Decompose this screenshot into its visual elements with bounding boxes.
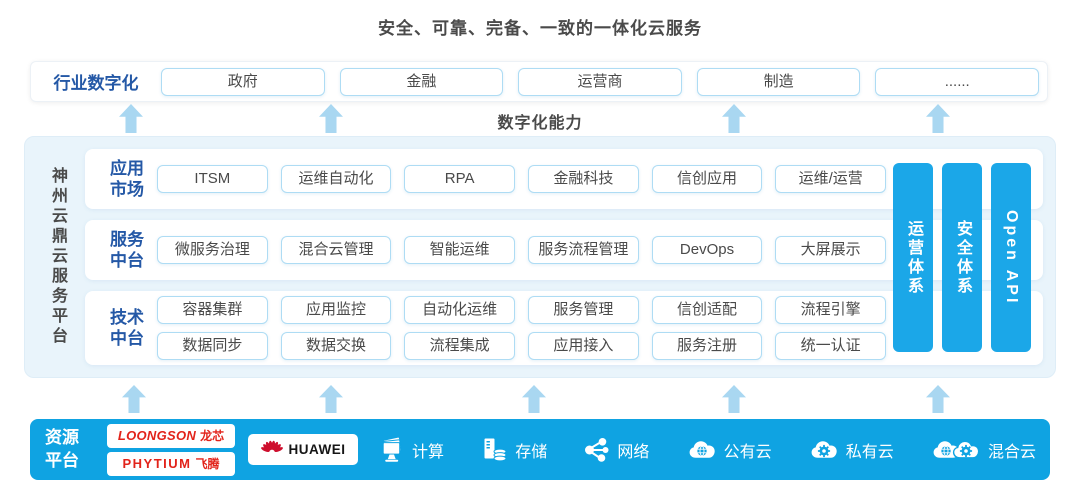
huawei-flower-icon [260,440,283,459]
resource-item: 公有云 [687,437,772,462]
resource-items: 计算 存储 网络 公有云 私有云 混合云 [364,436,1038,463]
hybrid-cloud-icon [931,437,981,462]
capability-pill: 信创应用 [651,165,763,193]
capability-pill: 应用监控 [280,296,392,324]
capability-pill: 运维自动化 [280,165,392,193]
digital-capability-label: 数字化能力 [497,115,583,132]
capability-pill: 流程集成 [404,332,515,360]
resource-item: 私有云 [809,437,894,462]
industry-item: 制造 [696,67,861,96]
platform-row: 服务中台微服务治理混合云管理智能运维服务流程管理 DevOps 大屏展示 [85,220,1043,280]
platform-row: 技术中台容器集群应用监控自动化运维服务管理信创适配流程引擎数据同步数据交换流程集… [85,291,1043,365]
up-arrow [522,385,546,413]
capability-pill: 自动化运维 [404,296,515,324]
public-cloud-icon [687,437,717,462]
capability-pill: 大屏展示 [775,236,886,264]
capability-pill: 数据交换 [280,332,392,360]
capability-pill: 应用接入 [527,332,639,360]
up-arrow [926,385,950,413]
capability-pill: 服务流程管理 [527,236,639,264]
huawei-logo-text: HUAWEI [288,442,346,457]
page-title: 安全、可靠、完备、一致的一体化云服务 [378,19,702,38]
capability-pill: ITSM [157,165,268,193]
resource-item-label: 存储 [515,443,548,461]
industry-item: 政府 [161,67,325,96]
capability-pill: 微服务治理 [157,236,268,264]
pill-line: 数据同步数据交换流程集成应用接入服务注册统一认证 [157,332,886,360]
pill-line: ITSM 运维自动化 RPA 金融科技信创应用运维/运营 [157,165,886,193]
resource-item-label: 网络 [617,443,650,461]
vendor-cn-text: 龙芯 [200,429,225,443]
vendor-latin-text: PHYTIUM [122,456,192,471]
industry-item: ...... [875,67,1039,96]
resource-item-label: 计算 [412,443,445,461]
resource-item-label: 私有云 [845,443,894,461]
huawei-logo: HUAWEI [248,434,358,465]
vendor-cn-text: 飞腾 [195,457,220,471]
capability-pill: 信创适配 [651,296,763,324]
row-label: 技术中台 [110,307,144,348]
capability-pill: RPA [404,165,515,193]
pill-line: 容器集群应用监控自动化运维服务管理信创适配流程引擎 [157,296,886,324]
resource-item: 计算 [378,436,445,463]
vendor-latin-text: LOONGSON [117,428,197,443]
capability-pill: 智能运维 [404,236,515,264]
up-arrow [319,385,343,413]
row-label: 应用市场 [110,158,144,199]
industry-row-label: 行业数字化 [53,74,139,93]
industry-digitalization-row: 行业数字化 政府金融运营商制造...... [30,61,1048,102]
capability-pill: 金融科技 [527,165,639,193]
industry-item: 运营商 [518,67,682,96]
row-pill-lines: 容器集群应用监控自动化运维服务管理信创适配流程引擎数据同步数据交换流程集成应用接… [157,296,886,360]
resource-item-label: 公有云 [723,443,772,461]
industry-item: 金融 [339,67,504,96]
capability-pill: DevOps [651,236,763,264]
network-icon [584,437,610,463]
capability-pill: 统一认证 [775,332,886,360]
resource-platform-label: 资源平台 [45,428,79,470]
capability-pill: 流程引擎 [775,296,886,324]
private-cloud-icon [809,437,839,462]
capability-pill: 服务管理 [527,296,639,324]
platform-rows: 应用市场 ITSM 运维自动化 RPA 金融科技信创应用运维/运营服务中台微服务治理混合… [85,149,1043,365]
capability-pill: 运维/运营 [775,165,886,193]
pillar-security-system: 安全体系 [942,163,982,352]
pillar-open-api: Open API [991,163,1031,352]
resource-item-label: 混合云 [987,443,1036,461]
row-pill-lines: 微服务治理混合云管理智能运维服务流程管理 DevOps 大屏展示 [157,236,886,264]
up-arrow [722,385,746,413]
platform-name: 神州云鼎云服务平台 [49,167,66,347]
row-pill-lines: ITSM 运维自动化 RPA 金融科技信创应用运维/运营 [157,165,886,193]
compute-icon [378,436,405,463]
capability-pill: 数据同步 [157,332,268,360]
pill-line: 微服务治理混合云管理智能运维服务流程管理 DevOps 大屏展示 [157,236,886,264]
row-label: 服务中台 [110,229,144,270]
up-arrow [122,385,146,413]
resource-item: 网络 [584,437,649,463]
storage-icon [481,437,508,463]
platform-row: 应用市场 ITSM 运维自动化 RPA 金融科技信创应用运维/运营 [85,149,1043,209]
resource-item: 混合云 [931,437,1036,462]
resource-item: 存储 [481,437,547,463]
pillar-operation-system: 运营体系 [893,163,933,352]
capability-pill: 容器集群 [157,296,268,324]
capability-pill: 服务注册 [651,332,763,360]
industry-items: 政府金融运营商制造...... [161,67,1039,96]
capability-pill: 混合云管理 [280,236,392,264]
